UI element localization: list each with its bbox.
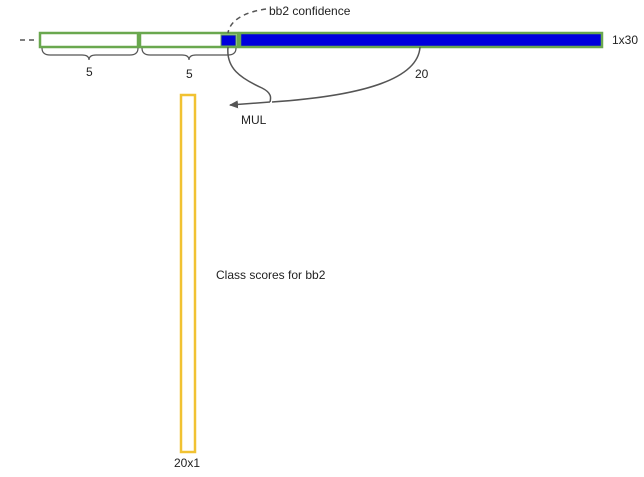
- bb2-confidence-cell: [220, 34, 237, 47]
- bb2-confidence-label: bb2 confidence: [269, 4, 351, 18]
- class-probabilities-block: [238, 31, 604, 49]
- class-curve: [271, 46, 421, 103]
- mul-arrow: [229, 100, 271, 109]
- brace-box2: [141, 47, 237, 61]
- class-scores-column: [179, 93, 197, 454]
- class-count-label: 20: [415, 67, 429, 81]
- mul-label: MUL: [241, 113, 267, 127]
- vector-size-label: 1x30: [612, 33, 639, 47]
- column-size-label: 20x1: [174, 456, 201, 470]
- box1-count-label: 5: [86, 65, 93, 79]
- box2-count-label: 5: [186, 67, 193, 81]
- bb2-segment: [138, 31, 240, 49]
- confidence-curve: [227, 46, 272, 103]
- bb1-segment: [38, 31, 140, 49]
- confidence-pointer: [227, 8, 267, 34]
- brace-box1: [41, 47, 139, 61]
- class-scores-label: Class scores for bb2: [216, 268, 326, 282]
